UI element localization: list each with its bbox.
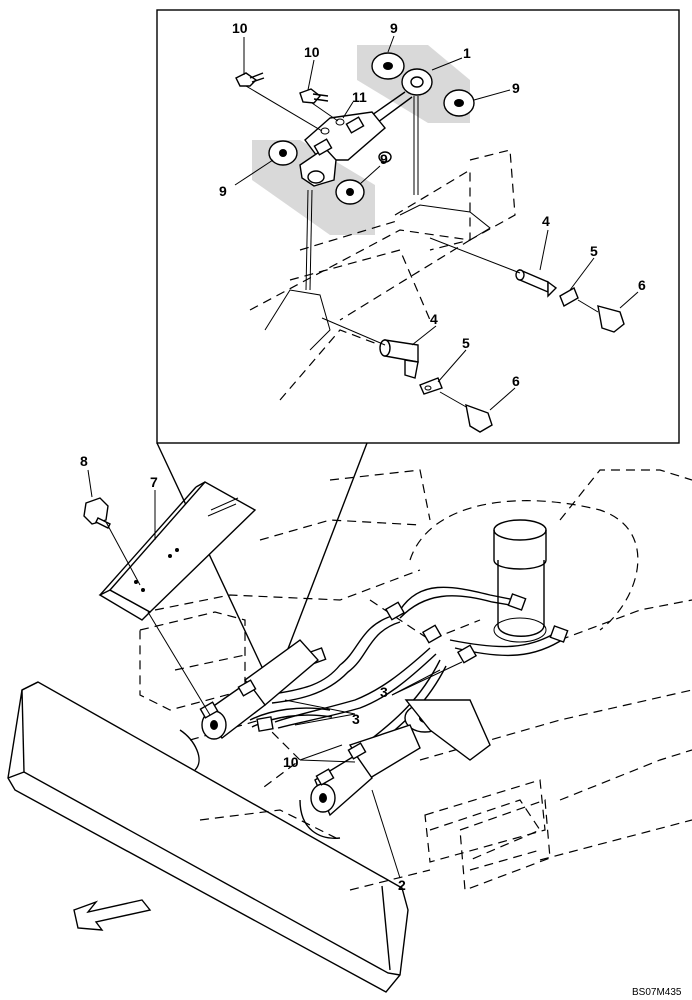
callout-4: 4 xyxy=(542,213,550,229)
callout-6: 6 xyxy=(638,277,646,293)
bolt-upper xyxy=(577,299,625,333)
cover-leader xyxy=(147,611,211,716)
callout-10: 10 xyxy=(283,754,299,770)
cover-plate xyxy=(98,481,257,621)
callout-3: 3 xyxy=(380,684,388,700)
callout-6: 6 xyxy=(512,373,520,389)
lock-plate-lower xyxy=(419,377,443,395)
washer-top-left xyxy=(371,52,405,80)
dozer-blade xyxy=(7,681,409,993)
detail-inset xyxy=(156,9,680,681)
elbow-fitting-upper-right xyxy=(299,88,329,104)
callout-8: 8 xyxy=(80,453,88,469)
callout-11: 11 xyxy=(352,89,367,105)
inset-frame-outline xyxy=(249,149,516,401)
front-direction-arrow-icon xyxy=(73,899,152,931)
callout-4: 4 xyxy=(430,311,438,327)
cover-bolt xyxy=(83,497,141,586)
washer-top-right xyxy=(443,89,475,117)
track-frame-right xyxy=(424,779,551,891)
callout-2: 2 xyxy=(398,877,406,893)
callout-9: 9 xyxy=(380,151,388,167)
lock-plate-upper xyxy=(559,286,579,308)
blade-cylinder-right xyxy=(299,699,491,839)
swing-circle xyxy=(409,500,639,631)
callout-9: 9 xyxy=(219,183,227,199)
callout-labels: 10 10 9 1 9 11 9 9 4 5 6 4 5 6 8 7 3 3 1… xyxy=(80,20,646,893)
elbow-fitting-upper-left xyxy=(235,72,265,87)
swivel-joint xyxy=(493,519,547,643)
pin-upper xyxy=(429,237,558,298)
callout-9: 9 xyxy=(512,80,520,96)
washer-lower-left xyxy=(268,140,298,166)
bolt-lower xyxy=(439,391,493,433)
callout-9: 9 xyxy=(390,20,398,36)
washer-lower-right xyxy=(335,179,365,205)
callout-3: 3 xyxy=(352,711,360,727)
callout-leaders xyxy=(87,35,639,879)
inset-assembly-lines xyxy=(245,85,419,291)
blade-cylinder-detail xyxy=(299,68,433,187)
drawing-code: BS07M435 xyxy=(632,987,682,998)
callout-1: 1 xyxy=(463,45,471,61)
hydraulic-hoses xyxy=(249,586,569,747)
blade-cylinder-left xyxy=(179,639,320,771)
pin-lower xyxy=(321,317,419,379)
callout-5: 5 xyxy=(462,335,470,351)
callout-7: 7 xyxy=(150,474,158,490)
callout-10: 10 xyxy=(304,44,320,60)
callout-5: 5 xyxy=(590,243,598,259)
o-ring-seals xyxy=(320,118,345,135)
callout-10: 10 xyxy=(232,20,248,36)
